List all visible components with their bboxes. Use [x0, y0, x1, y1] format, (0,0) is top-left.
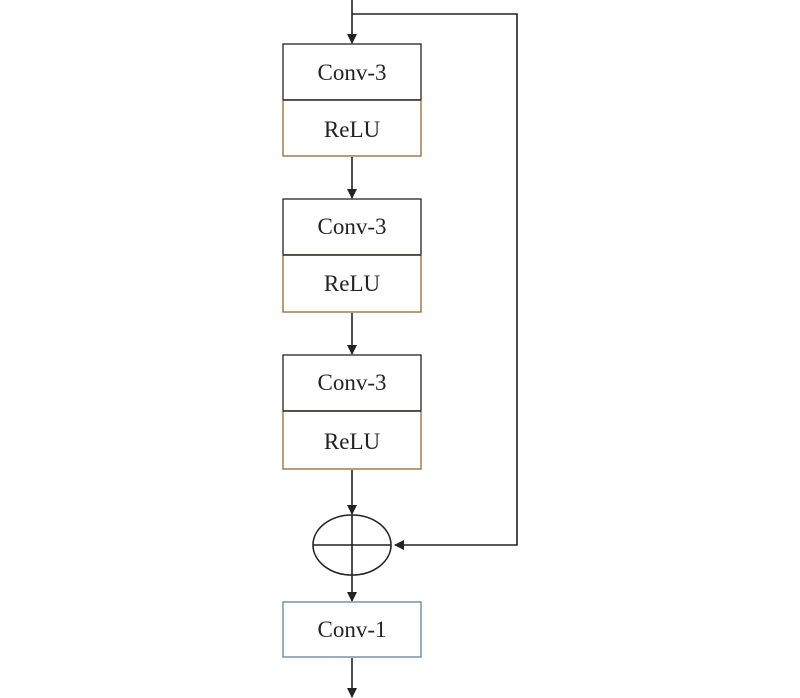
conv-label: Conv-3 — [318, 60, 387, 85]
skip-connection — [352, 13, 518, 550]
conv-box — [282, 198, 422, 256]
conv-box — [282, 43, 422, 101]
output-conv-box — [282, 601, 422, 658]
relu-label: ReLU — [324, 429, 381, 454]
relu-box — [282, 254, 422, 313]
relu-label: ReLU — [324, 271, 381, 296]
relu-box — [282, 410, 422, 470]
conv-label: Conv-3 — [318, 370, 387, 395]
conv-relu-block-2: Conv-3 ReLU — [282, 198, 422, 313]
output-conv-label: Conv-1 — [318, 617, 387, 642]
conv-relu-block-3: Conv-3 ReLU — [282, 354, 422, 470]
output-conv-block: Conv-1 — [282, 601, 422, 658]
sum-node — [312, 514, 392, 576]
conv-relu-block-1: Conv-3 ReLU — [282, 43, 422, 157]
conv-label: Conv-3 — [318, 214, 387, 239]
relu-label: ReLU — [324, 117, 381, 142]
conv-box — [282, 354, 422, 412]
